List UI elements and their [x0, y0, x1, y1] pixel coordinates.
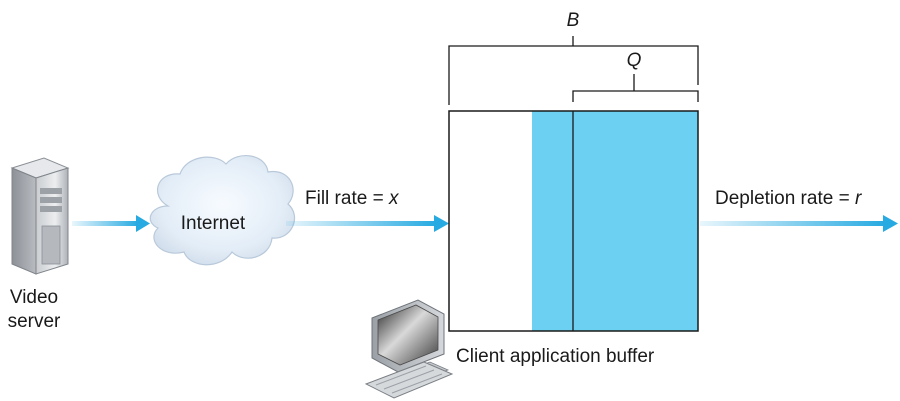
server-label-line1: Video — [10, 287, 58, 308]
fill-level-label: Q — [627, 50, 642, 71]
server-label-line2: server — [8, 311, 61, 332]
buffer-caption: Client application buffer — [456, 346, 655, 367]
server-icon — [10, 157, 70, 275]
internet-label: Internet — [181, 213, 246, 234]
client-buffer — [448, 110, 699, 332]
client-computer-icon — [364, 299, 454, 399]
arrow-server-to-internet — [72, 215, 150, 232]
fill-rate-label: Fill rate = x — [305, 188, 400, 209]
depletion-rate-label: Depletion rate = r — [715, 188, 862, 209]
fill-level-bracket — [572, 74, 699, 102]
buffer-size-bracket — [448, 36, 699, 105]
cloud-icon — [149, 155, 296, 266]
arrow-depletion-rate — [700, 215, 898, 232]
buffer-size-label: B — [567, 10, 580, 31]
arrow-fill-rate — [286, 215, 449, 232]
